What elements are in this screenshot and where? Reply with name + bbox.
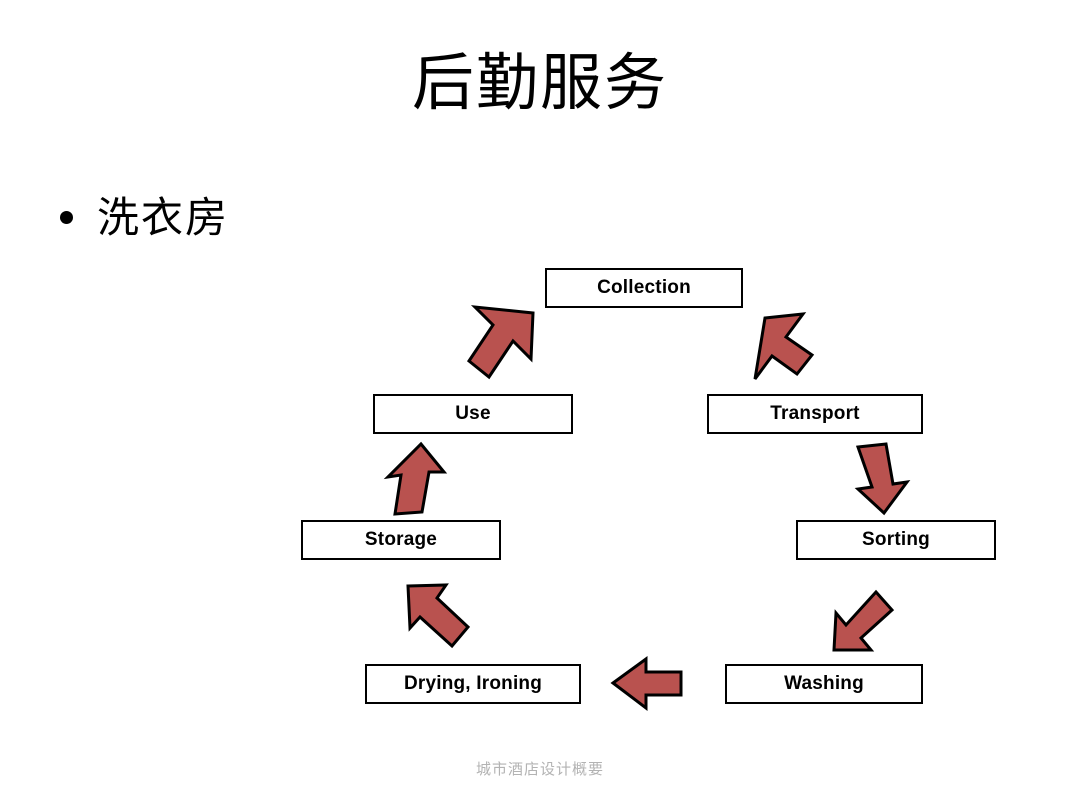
slide-footer: 城市酒店设计概要 (475, 762, 604, 778)
node-use[interactable]: Use (373, 394, 573, 434)
node-collection[interactable]: Collection (545, 268, 743, 308)
arrow-sorting-to-washing-icon (832, 589, 895, 652)
arrow-washing-to-drying-icon (610, 656, 683, 712)
arrow-storage-to-use-icon (383, 441, 448, 516)
bullet-list-item: 洗衣房 (60, 196, 229, 242)
node-washing[interactable]: Washing (725, 664, 923, 704)
arrow-drying-to-storage-icon (406, 583, 471, 649)
bullet-marker-icon (60, 210, 73, 224)
bullet-item-label: 洗衣房 (97, 196, 230, 242)
arrow-transport-to-sorting-icon (854, 442, 911, 516)
node-transport[interactable]: Transport (707, 394, 923, 434)
page-title: 后勤服务 (411, 50, 668, 118)
arrow-collection-to-transport-icon (753, 312, 815, 380)
node-drying-ironing[interactable]: Drying, Ironing (365, 664, 581, 704)
node-storage[interactable]: Storage (301, 520, 501, 560)
arrow-use-to-collection-icon (466, 305, 535, 380)
node-sorting[interactable]: Sorting (796, 520, 996, 560)
